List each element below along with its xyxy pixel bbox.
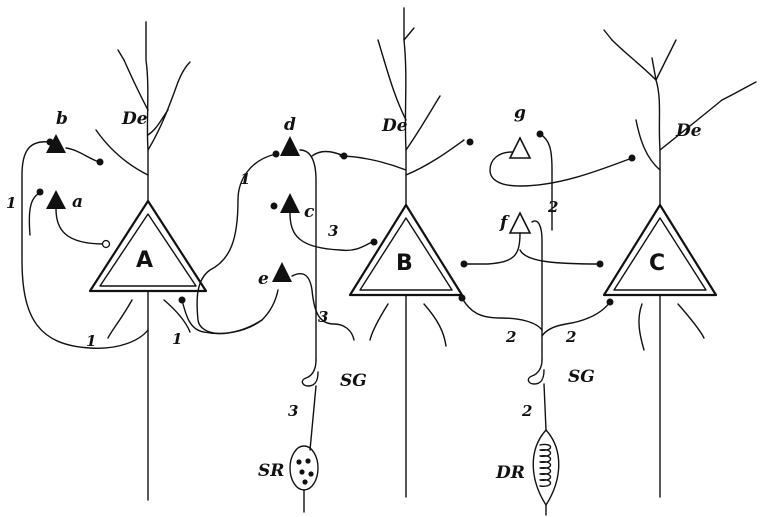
pyramidal-cell-a: A	[88, 21, 208, 501]
cell-label-f: f	[499, 213, 510, 233]
interneuron-e: e	[178, 262, 355, 341]
ganglion-label-sg-right: SG	[568, 367, 595, 387]
cell-label-b: B	[396, 251, 413, 276]
interneuron-g: g	[466, 103, 636, 231]
pathway-number-3-c: 3	[288, 402, 298, 420]
pathway-number-3-b: 3	[318, 308, 328, 326]
pathway-number-1-d: 1	[240, 170, 250, 188]
dendrite-label-c: De	[675, 121, 702, 141]
cell-label-g: g	[514, 103, 526, 123]
sensory-pathway-right: SG DR	[495, 359, 595, 516]
cell-label-a: A	[136, 248, 153, 273]
pyramidal-cell-b: B	[339, 7, 465, 498]
ganglion-label-sr: SR	[258, 461, 284, 481]
pathway-number-2-b: 2	[505, 328, 516, 346]
ganglion-label-dr: DR	[495, 463, 525, 483]
pathway-number-3-a: 3	[328, 222, 338, 240]
cell-label-c: C	[649, 251, 665, 276]
interneuron-f: f	[460, 211, 604, 361]
pathway-number-2-d: 2	[521, 402, 532, 420]
cell-label-a-small: a	[72, 192, 83, 212]
cell-label-b-small: b	[56, 109, 68, 129]
interneuron-a: a	[28, 188, 111, 249]
pathway-number-1-a: 1	[6, 194, 16, 212]
cell-label-c-small: c	[304, 202, 315, 222]
interneuron-c: c	[270, 193, 378, 252]
pathway-number-2-a: 2	[547, 198, 558, 216]
dendrite-label-b: De	[381, 116, 408, 136]
interneuron-b: b	[21, 109, 149, 349]
sensory-pathway-left: SG SR	[258, 359, 367, 513]
cell-label-e: e	[258, 269, 269, 289]
pyramidal-cell-c: C	[602, 29, 757, 498]
pathway-number-1-c: 1	[172, 330, 182, 348]
ganglion-label-sg-left: SG	[340, 371, 367, 391]
dendrite-label-a: De	[121, 109, 148, 129]
pathway-number-1-b: 1	[86, 332, 96, 350]
cell-label-d: d	[284, 115, 296, 135]
pathway-number-2-c: 2	[565, 328, 576, 346]
